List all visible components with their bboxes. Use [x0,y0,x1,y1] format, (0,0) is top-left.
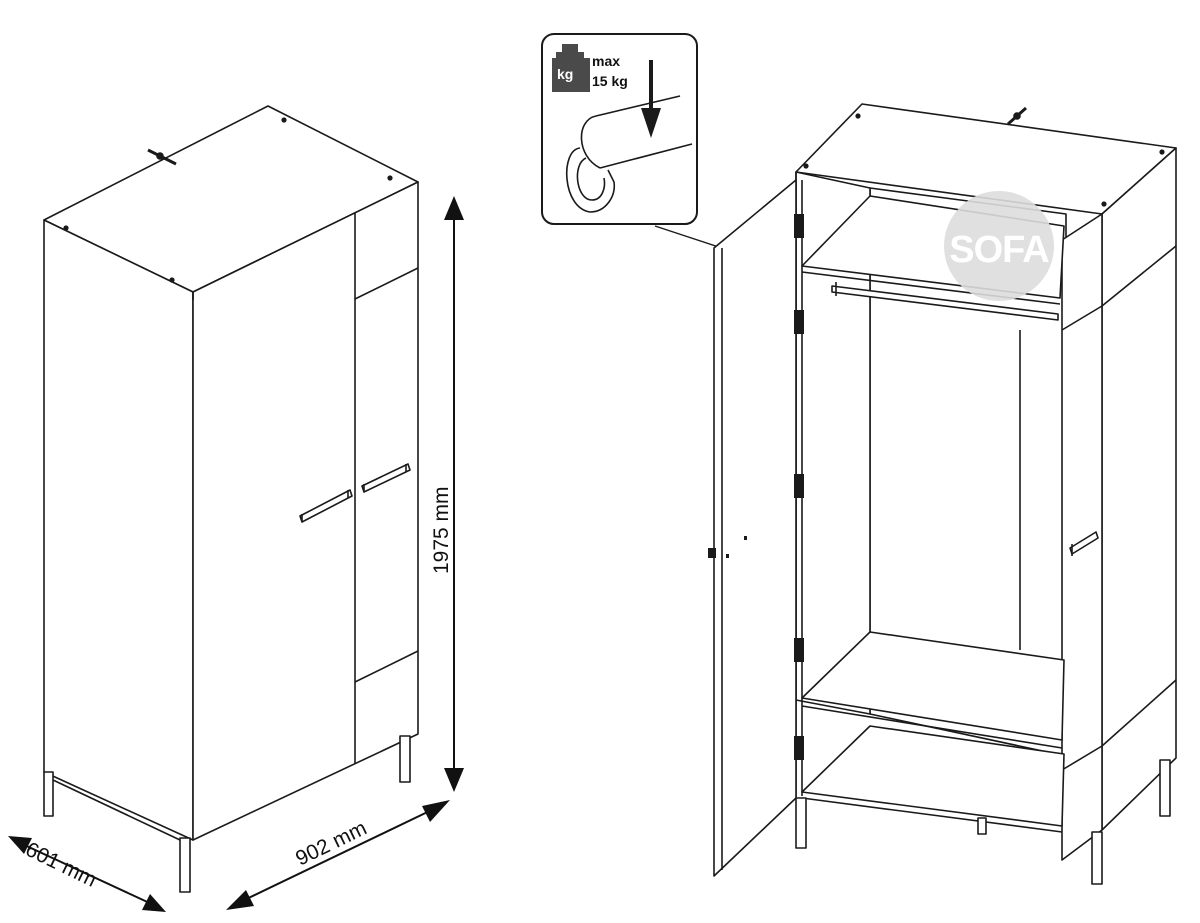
open-wardrobe-right-door [1061,213,1103,861]
closed-wardrobe-handle [299,489,353,523]
open-wardrobe [708,103,1177,885]
middle-shelf [801,631,1065,741]
max-label: max [592,53,620,69]
bottom-shelf [801,725,1065,827]
depth-dimension [8,836,166,912]
closed-wardrobe-base [52,779,181,841]
closed-wardrobe [43,105,419,893]
watermark-text: SOFA [949,229,1049,271]
door-handle [708,548,716,558]
closed-wardrobe-leg [43,735,411,893]
rail-hook-icon [565,95,693,213]
depth-label: 601 mm [22,838,100,892]
load-callout: kg max 15 kg [541,33,838,288]
hinge-icon [794,214,804,760]
hanging-rail [831,282,1059,321]
closed-wardrobe-side [43,219,194,841]
load-value-label: 15 kg [592,73,628,89]
wall-fixing-icon [1007,106,1027,126]
height-label: 1975 mm [430,486,453,574]
open-wardrobe-leg [795,759,1171,885]
open-wardrobe-left-door [713,179,797,877]
closed-wardrobe-panel-line [354,650,419,683]
open-wardrobe-handle [1069,531,1099,556]
closed-wardrobe-handle [361,463,411,493]
weight-icon: kg [552,44,590,92]
closed-wardrobe-panel-line [354,267,419,300]
open-wardrobe-side [1101,147,1177,831]
weight-unit-label: kg [557,66,573,82]
width-dimension [226,800,450,910]
wall-fixing-icon [147,148,177,166]
closed-wardrobe-front [192,181,419,841]
width-label: 902 mm [292,817,370,871]
down-arrow-icon [641,60,661,138]
height-dimension [444,196,464,792]
watermark-logo: SOFA [944,191,1054,301]
